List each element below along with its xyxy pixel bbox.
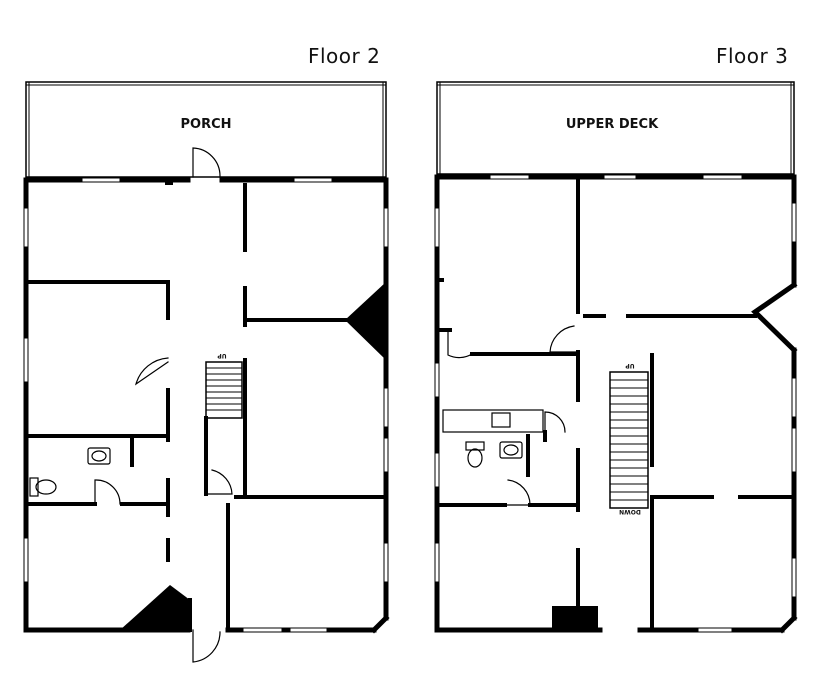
floor-3-title: Floor 3	[716, 44, 789, 68]
floor-3-toilet-bowl	[467, 448, 483, 468]
porch-label: PORCH	[180, 117, 231, 132]
floor-2-stair-label: UP	[217, 352, 227, 359]
floor-3-stairs	[609, 371, 649, 509]
floor-3-stair-down-label: DOWN	[619, 508, 641, 515]
upper-deck	[436, 81, 795, 175]
floor-2-sink	[87, 447, 111, 465]
floor-2-doors	[94, 357, 233, 663]
floor-2-column-bottom	[120, 585, 190, 630]
floor-2-windows	[24, 178, 388, 632]
floor-3-toilet-tank	[465, 441, 485, 451]
floor-3-doors	[447, 325, 579, 506]
floor-2-toilet-tank	[29, 477, 39, 497]
floor-2-interior-walls	[24, 183, 388, 632]
floor-3-sink	[499, 441, 523, 459]
floor-3-column	[552, 606, 598, 630]
floor-3-interior-walls	[435, 178, 796, 632]
floor-3-bath-fixtures	[465, 441, 523, 468]
porch-door	[192, 147, 221, 178]
porch	[25, 81, 387, 178]
floor-2-toilet-bowl	[35, 479, 57, 495]
floor-3-counter	[442, 409, 544, 433]
floor-3-plan: UPPER DECK	[434, 81, 798, 634]
floor-2-stairs	[205, 361, 243, 419]
floor-3-windows	[435, 175, 796, 632]
floor-2-column-right	[345, 282, 386, 360]
floor-3-counter-sink	[491, 412, 511, 428]
floor-2-title: Floor 2	[308, 44, 381, 68]
floor-3-stair-label: UP	[625, 362, 635, 369]
floor-2-plan: PORCH	[23, 81, 390, 663]
upper-deck-label: UPPER DECK	[566, 117, 659, 132]
floor-2-bath-fixtures	[29, 447, 111, 497]
